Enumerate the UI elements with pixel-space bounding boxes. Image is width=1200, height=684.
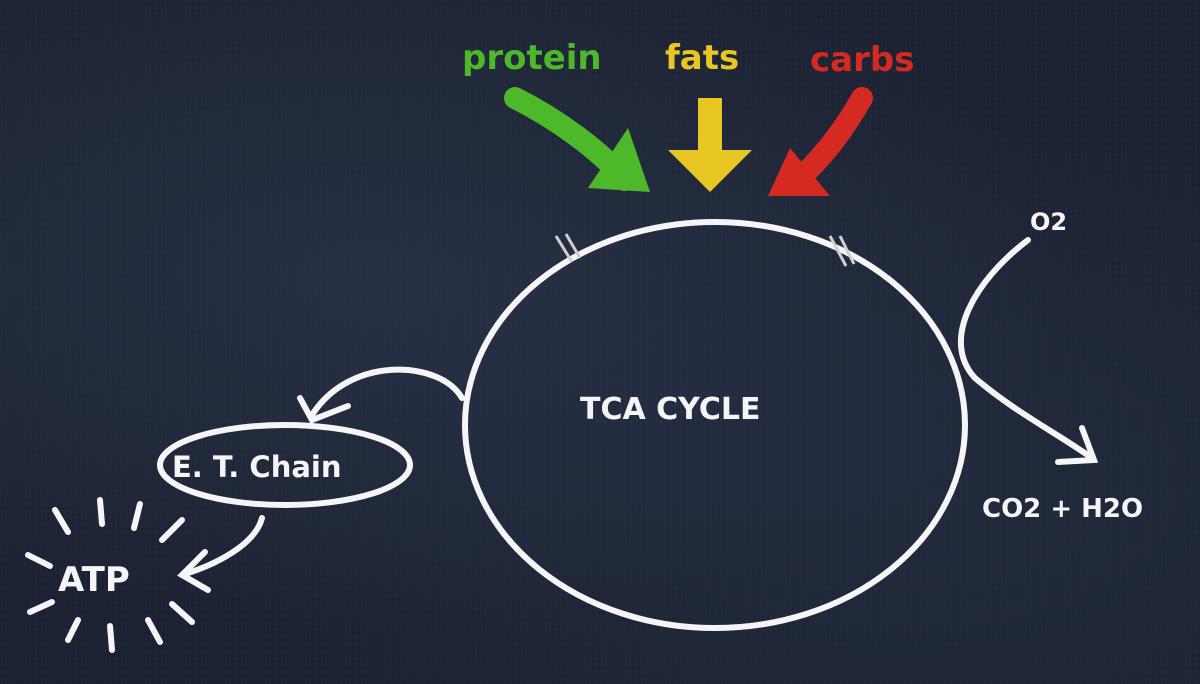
et-chain-label: E. T. Chain (172, 450, 342, 484)
fats-label: fats (665, 38, 740, 78)
cycle-to-chain-arrow (297, 366, 465, 424)
fats-arrow (668, 98, 752, 192)
output-label: CO2 + H2O (982, 494, 1144, 524)
protein-arrow (504, 87, 650, 192)
oxygen-output-arrow (957, 237, 1099, 465)
carbs-arrow (768, 87, 873, 196)
oxygen-label: O2 (1030, 208, 1068, 236)
carbs-label: carbs (810, 40, 915, 80)
entry-marks (554, 233, 856, 267)
protein-label: protein (462, 38, 602, 78)
tca-cycle-label: TCA CYCLE (580, 392, 761, 427)
tca-cycle-circle (462, 219, 968, 631)
atp-label: ATP (58, 560, 130, 600)
et-chain-oval (157, 422, 413, 508)
chain-to-atp-arrow (177, 515, 265, 593)
atp-burst-rays (25, 497, 195, 653)
